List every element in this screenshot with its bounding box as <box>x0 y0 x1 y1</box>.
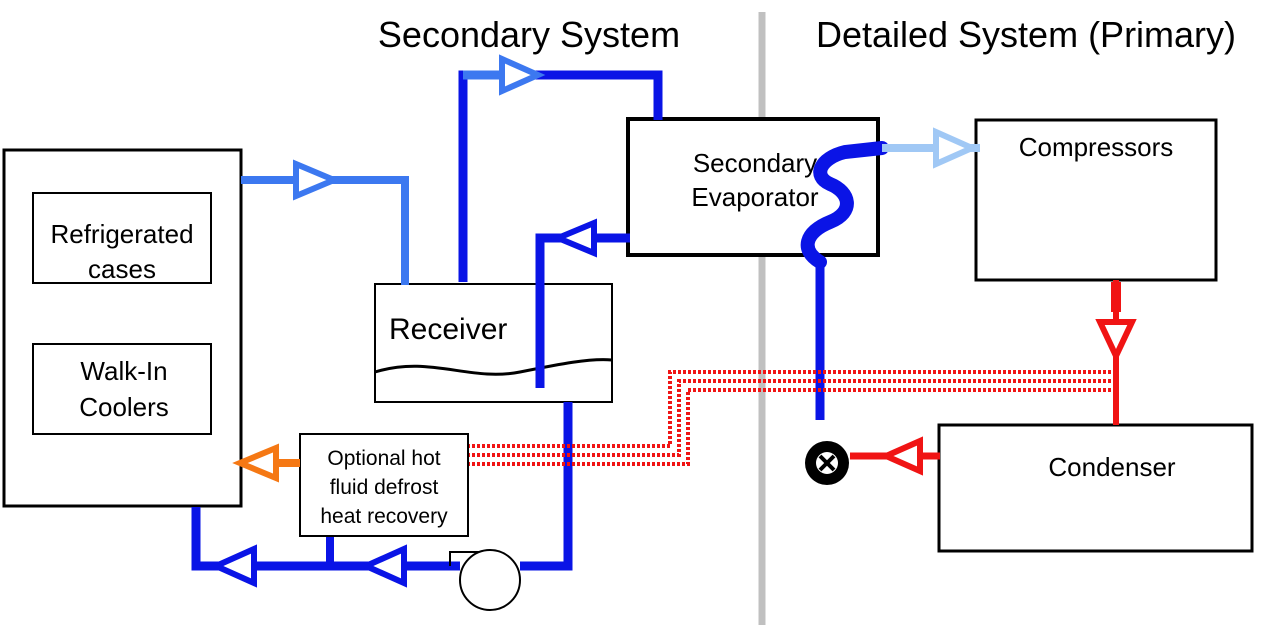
secondary-system-heading: Secondary System <box>378 14 680 55</box>
receiver-label: Receiver <box>389 313 507 346</box>
secondary-evaporator-label-1: Secondary <box>693 148 817 178</box>
refrigerated-cases-label-1: Refrigerated <box>50 219 193 249</box>
condenser-label: Condenser <box>1048 452 1176 482</box>
walk-in-coolers-box <box>32 343 212 435</box>
fluid-level-line <box>374 358 613 376</box>
defrost-box: Optional hot fluid defrost heat recovery <box>299 433 469 537</box>
pump-line-arrow-1 <box>358 544 407 588</box>
evaporator-return-line <box>535 218 630 388</box>
hot-gas-lines <box>468 370 1116 466</box>
defrost-label-3: heat recovery <box>320 505 448 528</box>
discharge-flow-arrow <box>1095 319 1137 364</box>
defrost-output-arrow <box>232 443 300 483</box>
discharge-line <box>1095 280 1137 425</box>
refrigerated-cases-label-2: cases <box>88 254 156 284</box>
evaporator-supply-line <box>458 54 663 282</box>
defrost-label-1: Optional hot <box>327 447 440 470</box>
evaporator-return-arrow <box>550 218 597 258</box>
secondary-evaporator-label-2: Evaporator <box>691 182 819 212</box>
supply-line <box>241 159 409 285</box>
pump-icon <box>449 549 521 611</box>
liquid-flow-arrow <box>878 436 923 476</box>
compressors-box: Compressors <box>974 118 1218 282</box>
supply-flow-arrow <box>293 159 342 201</box>
primary-system-heading: Detailed System (Primary) <box>816 14 1236 55</box>
evaporator-coil <box>800 141 889 420</box>
pump-line-arrow-2 <box>208 544 257 588</box>
expansion-valve-icon <box>805 441 849 485</box>
defrost-label-2: fluid defrost <box>330 476 439 499</box>
suction-line <box>882 127 980 169</box>
walk-in-coolers-label-1: Walk-In <box>80 356 167 386</box>
condenser-box: Condenser <box>937 423 1254 553</box>
liquid-line <box>850 436 940 476</box>
refrigerated-cases-box <box>32 192 212 284</box>
compressors-label: Compressors <box>1019 132 1174 162</box>
suction-flow-arrow <box>933 127 980 169</box>
loads-box: Refrigerated cases Walk-In Coolers <box>2 148 243 508</box>
walk-in-coolers-label-2: Coolers <box>79 392 169 422</box>
receiver-box: Receiver <box>374 283 613 403</box>
top-flow-arrow <box>499 54 546 96</box>
